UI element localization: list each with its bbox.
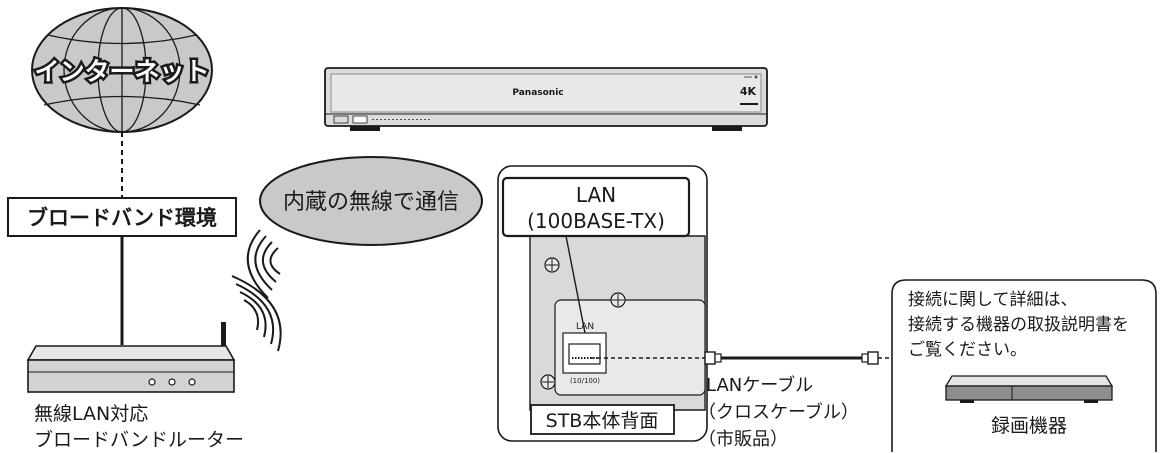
stb-4k-badge: 4K (740, 85, 757, 98)
recorder-device-icon (944, 375, 1114, 403)
lan-callout-line2: (100BASE-TX) (527, 209, 665, 233)
internet-globe-icon: インターネット (31, 7, 213, 133)
router-icon (26, 322, 236, 393)
back-panel-label: STB本体背面 (546, 410, 659, 432)
wireless-bubble: 内蔵の無線で通信 (259, 156, 483, 246)
stb-back-panel: LAN (10/100) LAN (100BASE-TX) STB本体背面 (497, 165, 708, 442)
note-line3: ご覧ください。 (908, 340, 1027, 360)
router-label-line1: 無線LAN対応 (34, 403, 148, 425)
lan-port-label: LAN (576, 322, 594, 332)
cable-label-line1: LANケーブル (706, 374, 813, 396)
lan-callout-line1: LAN (576, 183, 616, 207)
recorder-label: 録画機器 (991, 415, 1067, 437)
recorder-panel: 接続に関して詳細は、 接続する機器の取扱説明書を ご覧ください。 録画機器 (891, 279, 1157, 452)
cable-label-line3: （市販品） (698, 429, 788, 450)
stb-wifi-waves-icon (246, 229, 281, 299)
note-line2: 接続する機器の取扱説明書を (908, 315, 1129, 335)
wireless-label: 内蔵の無線で通信 (283, 190, 459, 215)
lan-cable (590, 351, 892, 365)
lan-port-speed: (10/100) (570, 377, 600, 385)
note-line1: 接続に関して詳細は、 (908, 290, 1078, 310)
router-label-line2: ブロードバンドルーター (34, 428, 244, 451)
stb-brand-logo: Panasonic (512, 88, 563, 98)
stb-device: Panasonic 4K (324, 67, 768, 131)
router-wifi-waves-icon (231, 275, 282, 352)
broadband-box: ブロードバンド環境 (7, 197, 237, 237)
broadband-label: ブロードバンド環境 (27, 206, 217, 230)
internet-label: インターネット (34, 57, 209, 86)
cable-label-line2: （クロスケーブル） (698, 401, 859, 423)
